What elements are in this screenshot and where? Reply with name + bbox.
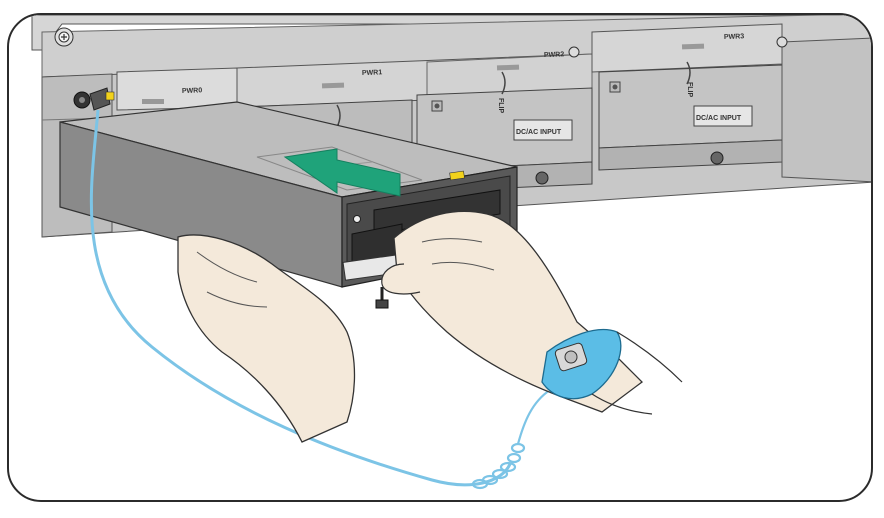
installed-module-pwr3 [598, 37, 871, 183]
slot-label-pwr3: PWR3 [724, 33, 745, 41]
wrist-strap [541, 328, 622, 400]
insert-direction-arrow [283, 148, 401, 197]
left-hand [177, 234, 356, 443]
module-label-dc-ac-input-pwr3: DC/AC INPUT [696, 115, 742, 122]
module-label-flip-pwr2: FLIP [497, 98, 504, 113]
arm-outline [591, 331, 683, 415]
slot-label-pwr2: PWR2 [544, 51, 565, 59]
slot-label-pwr1: PWR1 [362, 69, 383, 77]
screw-icon [54, 27, 74, 47]
esd-cable [89, 109, 512, 487]
esd-ground-jack [73, 87, 115, 111]
module-label-dc-ac-input-pwr2: DC/AC INPUT [516, 129, 562, 136]
slot-label-pwr0: PWR0 [182, 87, 203, 95]
power-module-installation-scene: PWR0 PWR1 PWR2 PWR3 DC/AC INPUT FLIP DC/… [31, 15, 871, 490]
screw-icon [568, 36, 788, 58]
module-label-flip-pwr3: FLIP [686, 82, 693, 97]
esd-cable-coil [471, 389, 551, 490]
illustration-frame: PWR0 PWR1 PWR2 PWR3 DC/AC INPUT FLIP DC/… [7, 13, 873, 502]
